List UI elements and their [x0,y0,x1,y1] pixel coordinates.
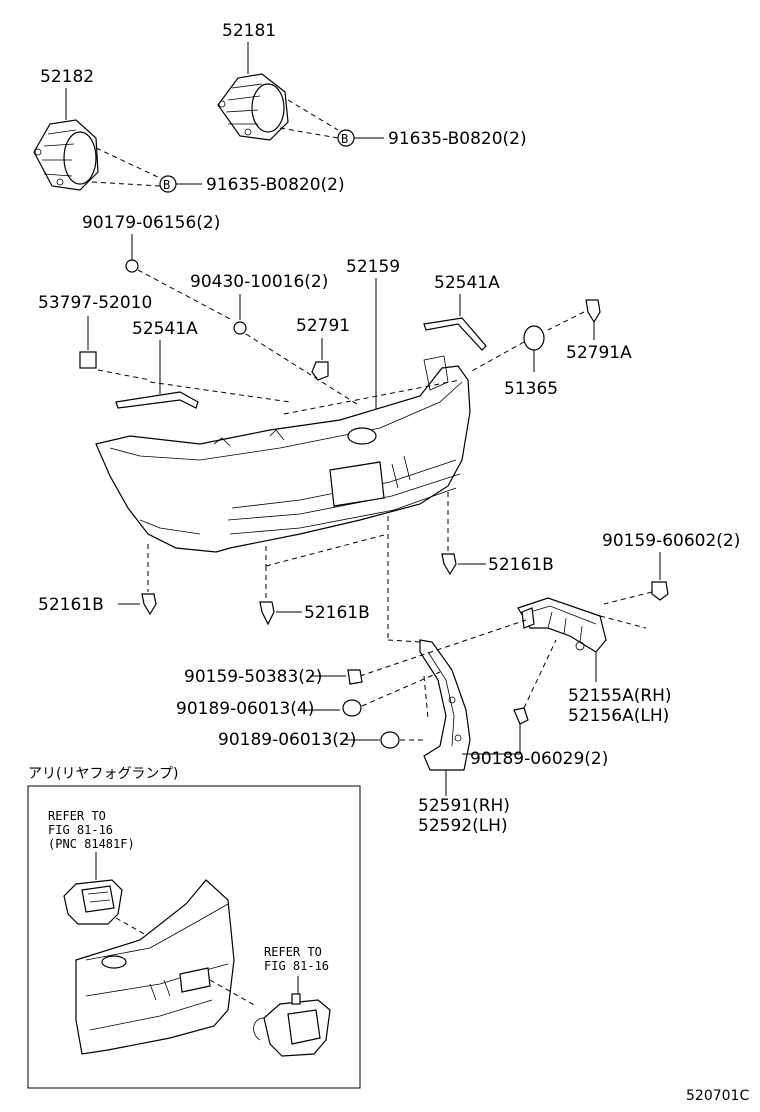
label-52791a: 52791A [566,343,632,363]
label-90189-06013-2: 90189-06013(2) [218,730,356,750]
label-53797: 53797-52010 [38,293,152,313]
inset-title: アリ(リヤフォグランプ) [28,766,179,782]
label-52541a-right: 52541A [434,273,500,293]
label-52182: 52182 [40,67,94,87]
clip-52161b-left [141,593,157,616]
label-52592: 52592(LH) [418,816,508,836]
label-91635-upper: 91635-B0820(2) [388,129,527,149]
inset-ref2-line1: REFER TO [264,945,322,959]
label-52155a: 52155A(RH) [568,686,672,706]
screw-52791a [585,299,601,324]
label-52181: 52181 [222,21,276,41]
inset-fog-lamp-lower [253,993,331,1057]
grommet-51365 [523,325,545,351]
label-90159-60602: 90159-60602(2) [602,531,740,551]
label-90159-50383: 90159-50383(2) [184,667,322,687]
nut-90430 [233,321,247,335]
retainer-52541a-right [423,317,487,351]
label-90189-06029: 90189-06029(2) [470,749,608,769]
label-90179: 90179-06156(2) [82,213,220,233]
bolt-b-upper-letter: B [341,132,348,146]
label-52156a: 52156A(LH) [568,706,669,726]
label-52591: 52591(RH) [418,796,510,816]
diagram-code: 520701C [686,1088,749,1104]
inset-ref1-line2: FIG 81-16 [48,823,113,837]
front-bumper-cover [95,355,471,553]
fog-lamp-52182 [33,119,99,191]
label-91635-lower: 91635-B0820(2) [206,175,345,195]
inset-frame [27,785,361,1089]
label-52791: 52791 [296,316,350,336]
label-52161b-left: 52161B [38,595,104,615]
label-90189-06013-4: 90189-06013(4) [176,699,314,719]
label-52159: 52159 [346,257,400,277]
inset-ref2-line2: FIG 81-16 [264,959,329,973]
label-52541a-left: 52541A [132,319,198,339]
label-52161b-center: 52161B [304,603,370,623]
label-90430: 90430-10016(2) [190,272,328,292]
bolt-90159-60602 [651,581,669,601]
bracket-52155a [517,597,607,653]
clip-90179 [125,259,139,273]
nut-90189-06013-4 [342,699,362,717]
bolt-90159-50383 [347,669,363,685]
retainer-52541a-left [115,391,199,409]
clip-52161b-right [441,553,457,576]
bolt-b-lower-letter: B [163,178,170,192]
inset-fog-lamp-upper [63,879,123,925]
clip-52791 [311,361,329,381]
label-51365: 51365 [504,379,558,399]
label-52161b-right: 52161B [488,555,554,575]
inset-ref1-line1: REFER TO [48,809,106,823]
bracket-52591 [419,639,471,771]
nut-90189-06013-2 [380,731,400,749]
inset-rear-bumper [75,879,235,1055]
nut-90189-06029 [513,707,529,725]
fog-lamp-52181 [217,73,289,141]
clip-52161b-center [259,601,275,626]
inset-ref1-line3: (PNC 81481F) [48,837,135,851]
clip-53797 [79,351,97,369]
